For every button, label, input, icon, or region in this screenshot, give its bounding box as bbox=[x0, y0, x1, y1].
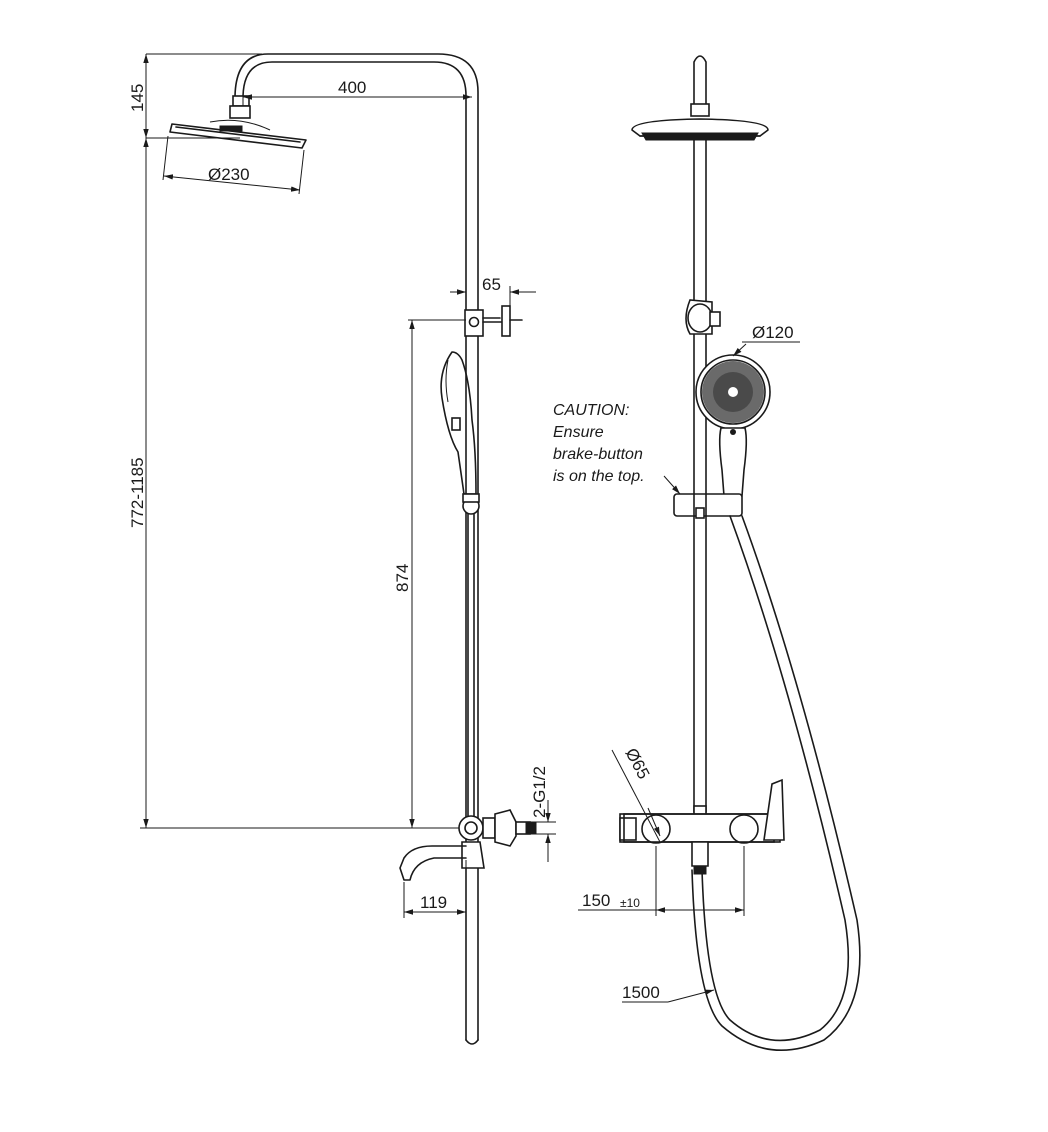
bath-spout bbox=[399, 845, 467, 881]
dim-holder-offset: 65 bbox=[482, 275, 501, 294]
caution-line-4: is on the top. bbox=[553, 468, 645, 485]
caution-line-1: CAUTION: bbox=[553, 402, 629, 419]
hand-shower-side bbox=[440, 351, 480, 819]
front-view: Ø120 CAUTION: Ensure brake-button is on … bbox=[553, 55, 861, 1051]
dim-holder-height: 874 bbox=[393, 564, 412, 592]
dim-center-tolerance: ±10 bbox=[620, 896, 640, 910]
overhead-shower-front bbox=[631, 118, 769, 141]
dim-head-height: 145 bbox=[128, 84, 147, 112]
slider-bracket bbox=[673, 493, 743, 519]
dim-hose-length: 1500 bbox=[622, 983, 660, 1002]
mixer-side bbox=[458, 809, 537, 869]
riser-pipe bbox=[234, 53, 479, 1041]
dim-center-distance: 150 bbox=[582, 891, 610, 910]
dim-height-range: 772-1185 bbox=[128, 457, 147, 528]
dim-inlet-thread: 2-G1/2 bbox=[530, 766, 549, 818]
upper-holder-front bbox=[685, 299, 721, 335]
shower-hose bbox=[701, 515, 850, 1042]
caution-line-3: brake-button bbox=[553, 446, 643, 463]
overhead-shower-side bbox=[169, 119, 307, 149]
dim-head-diameter: Ø230 bbox=[208, 165, 250, 184]
caution-line-2: Ensure bbox=[553, 424, 604, 441]
dim-handshower-diameter: Ø120 bbox=[752, 323, 794, 342]
caution-note: CAUTION: Ensure brake-button is on the t… bbox=[553, 402, 681, 495]
side-view: 145 400 Ø230 772-1185 65 874 bbox=[128, 53, 556, 1045]
dim-arm-length: 400 bbox=[338, 78, 366, 97]
dim-spout-length: 119 bbox=[420, 893, 447, 912]
wall-bracket bbox=[464, 305, 523, 337]
mixer-front bbox=[619, 778, 785, 875]
hand-shower-front bbox=[695, 354, 771, 497]
